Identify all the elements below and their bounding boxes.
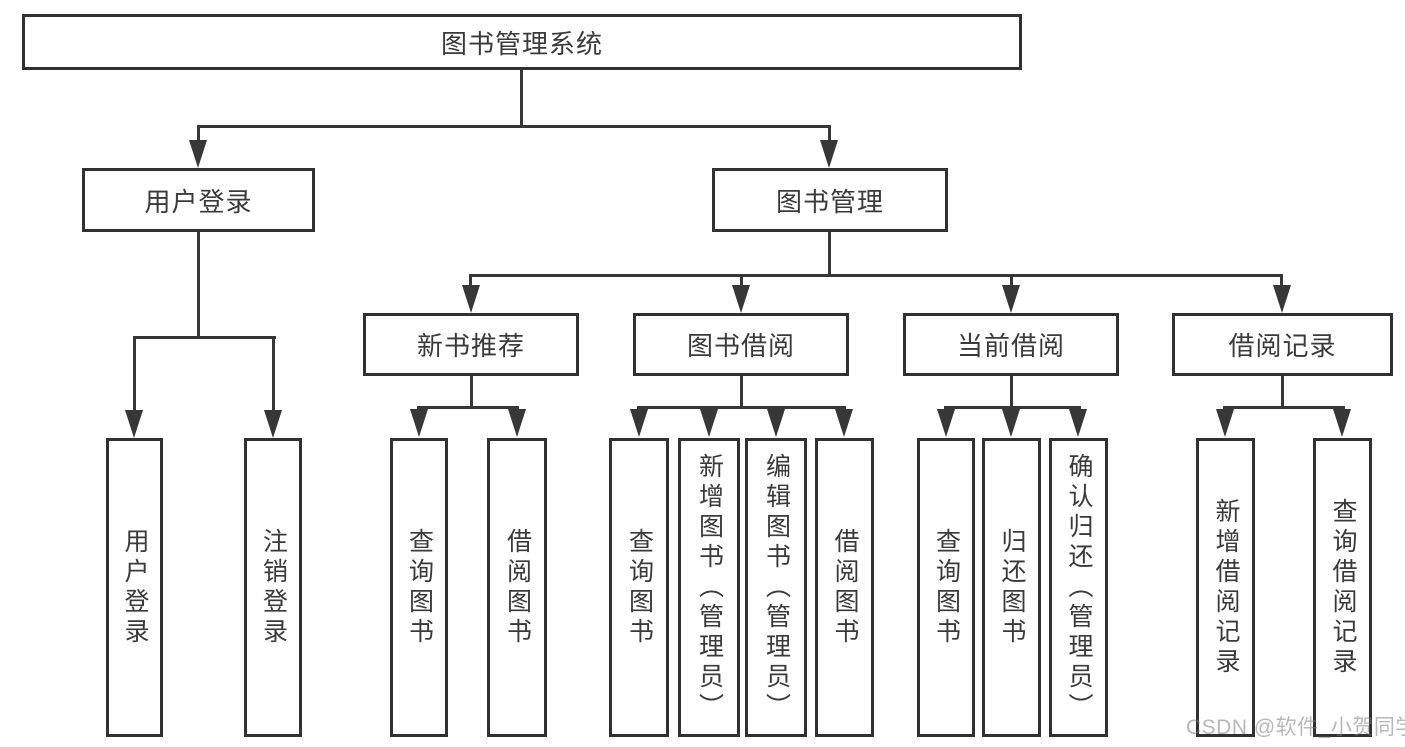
connector-line (828, 232, 831, 277)
leaf-borrow-add-books-admin: 新增图书（管理员） (678, 438, 740, 737)
connector-line (272, 336, 275, 412)
arrow-down (264, 410, 282, 438)
arrow-down (700, 409, 718, 437)
connector-line (469, 274, 1283, 277)
node-label: 图书管理 (775, 186, 884, 217)
node-label: 用户登录 (121, 527, 149, 648)
connector-line (197, 125, 200, 143)
arrow-down (1273, 285, 1291, 313)
connector-line (470, 376, 473, 409)
node-borrow-records: 借阅记录 (1172, 313, 1393, 376)
node-label: 查询图书 (405, 527, 434, 648)
arrow-down (820, 140, 838, 168)
connector-line (740, 376, 743, 409)
arrow-down (1069, 409, 1087, 437)
node-book-management: 图书管理 (712, 168, 948, 232)
arrow-down (732, 285, 750, 313)
node-label: 借阅图书 (503, 527, 532, 648)
connector-line (197, 125, 831, 128)
node-label: 新增图书（管理员） (695, 452, 724, 723)
csdn-watermark: CSDN @软件_小贺同学 (1186, 716, 1405, 739)
arrow-down (508, 409, 526, 437)
arrow-down (462, 285, 480, 313)
arrow-down (630, 409, 648, 437)
node-label: 新增借阅记录 (1212, 497, 1240, 678)
connector-line (1223, 406, 1345, 409)
node-user-login: 用户登录 (82, 168, 315, 232)
arrow-down (189, 140, 207, 168)
connector-line (740, 274, 743, 287)
node-new-book-recommend: 新书推荐 (363, 313, 579, 376)
node-label: 编辑图书（管理员） (762, 452, 791, 723)
node-label: 图书管理系统 (440, 28, 603, 59)
arrow-down (835, 409, 853, 437)
node-label: 用户登录 (144, 186, 253, 217)
node-current-borrow: 当前借阅 (903, 313, 1119, 376)
connector-line (637, 406, 846, 409)
leaf-current-query-books: 查询图书 (917, 438, 975, 737)
arrow-down (937, 409, 955, 437)
node-label: 归还图书 (998, 527, 1026, 648)
connector-line (1010, 376, 1013, 409)
connector-line (828, 125, 831, 143)
leaf-recommend-borrow-books: 借阅图书 (487, 438, 547, 737)
arrow-down (125, 410, 143, 438)
leaf-borrow-borrow-books: 借阅图书 (815, 438, 874, 737)
connector-line (133, 336, 136, 412)
node-root-system: 图书管理系统 (22, 14, 1022, 70)
node-label: 当前借阅 (956, 331, 1065, 361)
arrow-down (1002, 409, 1020, 437)
node-label: 借阅记录 (1228, 331, 1337, 361)
node-label: 借阅图书 (831, 527, 859, 648)
leaf-recommend-query-books: 查询图书 (390, 438, 448, 737)
arrow-down (410, 409, 428, 437)
node-label: 查询图书 (625, 527, 654, 648)
leaf-borrow-edit-books-admin: 编辑图书（管理员） (745, 438, 807, 737)
leaf-current-return-books: 归还图书 (982, 438, 1041, 737)
arrow-down (1216, 409, 1234, 437)
leaf-records-query-record: 查询借阅记录 (1313, 438, 1372, 737)
connector-line (1281, 376, 1284, 409)
node-label: 新书推荐 (416, 331, 525, 361)
arrow-down (1333, 409, 1351, 437)
connector-line (944, 406, 1081, 409)
node-label: 查询图书 (932, 527, 961, 648)
node-label: 图书借阅 (686, 331, 795, 361)
node-label: 确认归还（管理员） (1065, 452, 1093, 723)
arrow-down (1002, 285, 1020, 313)
arrow-down (767, 409, 785, 437)
connector-line (133, 336, 276, 339)
node-book-borrow: 图书借阅 (633, 313, 849, 376)
leaf-logout: 注销登录 (244, 438, 302, 737)
connector-line (197, 232, 200, 339)
node-label: 注销登录 (259, 527, 288, 648)
leaf-borrow-query-books: 查询图书 (609, 438, 669, 737)
connector-line (1280, 274, 1283, 287)
leaf-records-add-record: 新增借阅记录 (1196, 438, 1255, 737)
connector-line (469, 274, 472, 287)
leaf-user-login: 用户登录 (106, 438, 163, 737)
leaf-current-confirm-return-admin: 确认归还（管理员） (1049, 438, 1108, 737)
connector-line (417, 406, 519, 409)
connector-line (520, 70, 523, 126)
connector-line (1010, 274, 1013, 287)
node-label: 查询借阅记录 (1329, 497, 1357, 678)
